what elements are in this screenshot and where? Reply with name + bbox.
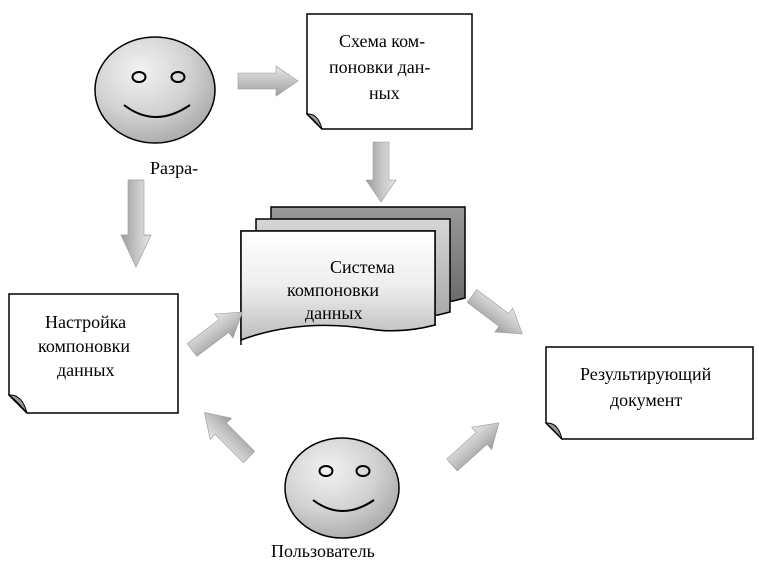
arrow-developer-to-settings (120, 179, 152, 268)
schema-document: Схема ком- поновки дан- ных (305, 13, 473, 130)
arrow-user-to-settings (193, 401, 260, 468)
arrow-developer-to-schema (237, 65, 299, 97)
schema-label-line-1: Схема ком- (339, 31, 425, 51)
schema-label: Схема ком- поновки дан- ных (329, 31, 435, 103)
system-label-line-3: данных (305, 303, 363, 323)
schema-label-line-2: поновки дан- (329, 57, 430, 77)
developer-face-icon (94, 36, 216, 144)
developer-label: Разра- (150, 158, 198, 178)
result-label-line-2: документ (610, 390, 682, 410)
settings-label-line-2: компоновки (38, 336, 130, 356)
system-label-line-2: компоновки (287, 280, 379, 300)
user-label: Пользователь (271, 541, 375, 561)
user-face-icon (284, 437, 400, 539)
settings-document: Настройка компоновки данных (7, 293, 179, 414)
result-label: Результирующий документ (580, 364, 716, 410)
settings-label-line-1: Настройка (45, 312, 126, 332)
composition-system-stack: Система компоновки данных (240, 206, 466, 346)
arrow-system-to-result (462, 283, 532, 347)
schema-label-line-3: ных (369, 83, 400, 103)
result-label-line-1: Результирующий (580, 364, 712, 384)
arrow-schema-to-system (365, 141, 397, 203)
system-label-line-1: Система (330, 257, 395, 277)
settings-label-line-3: данных (57, 360, 115, 380)
system-label: Система компоновки данных (287, 257, 399, 323)
arrow-user-to-result (441, 411, 510, 477)
result-document: Результирующий документ (544, 346, 754, 440)
settings-label: Настройка компоновки данных (38, 312, 135, 380)
